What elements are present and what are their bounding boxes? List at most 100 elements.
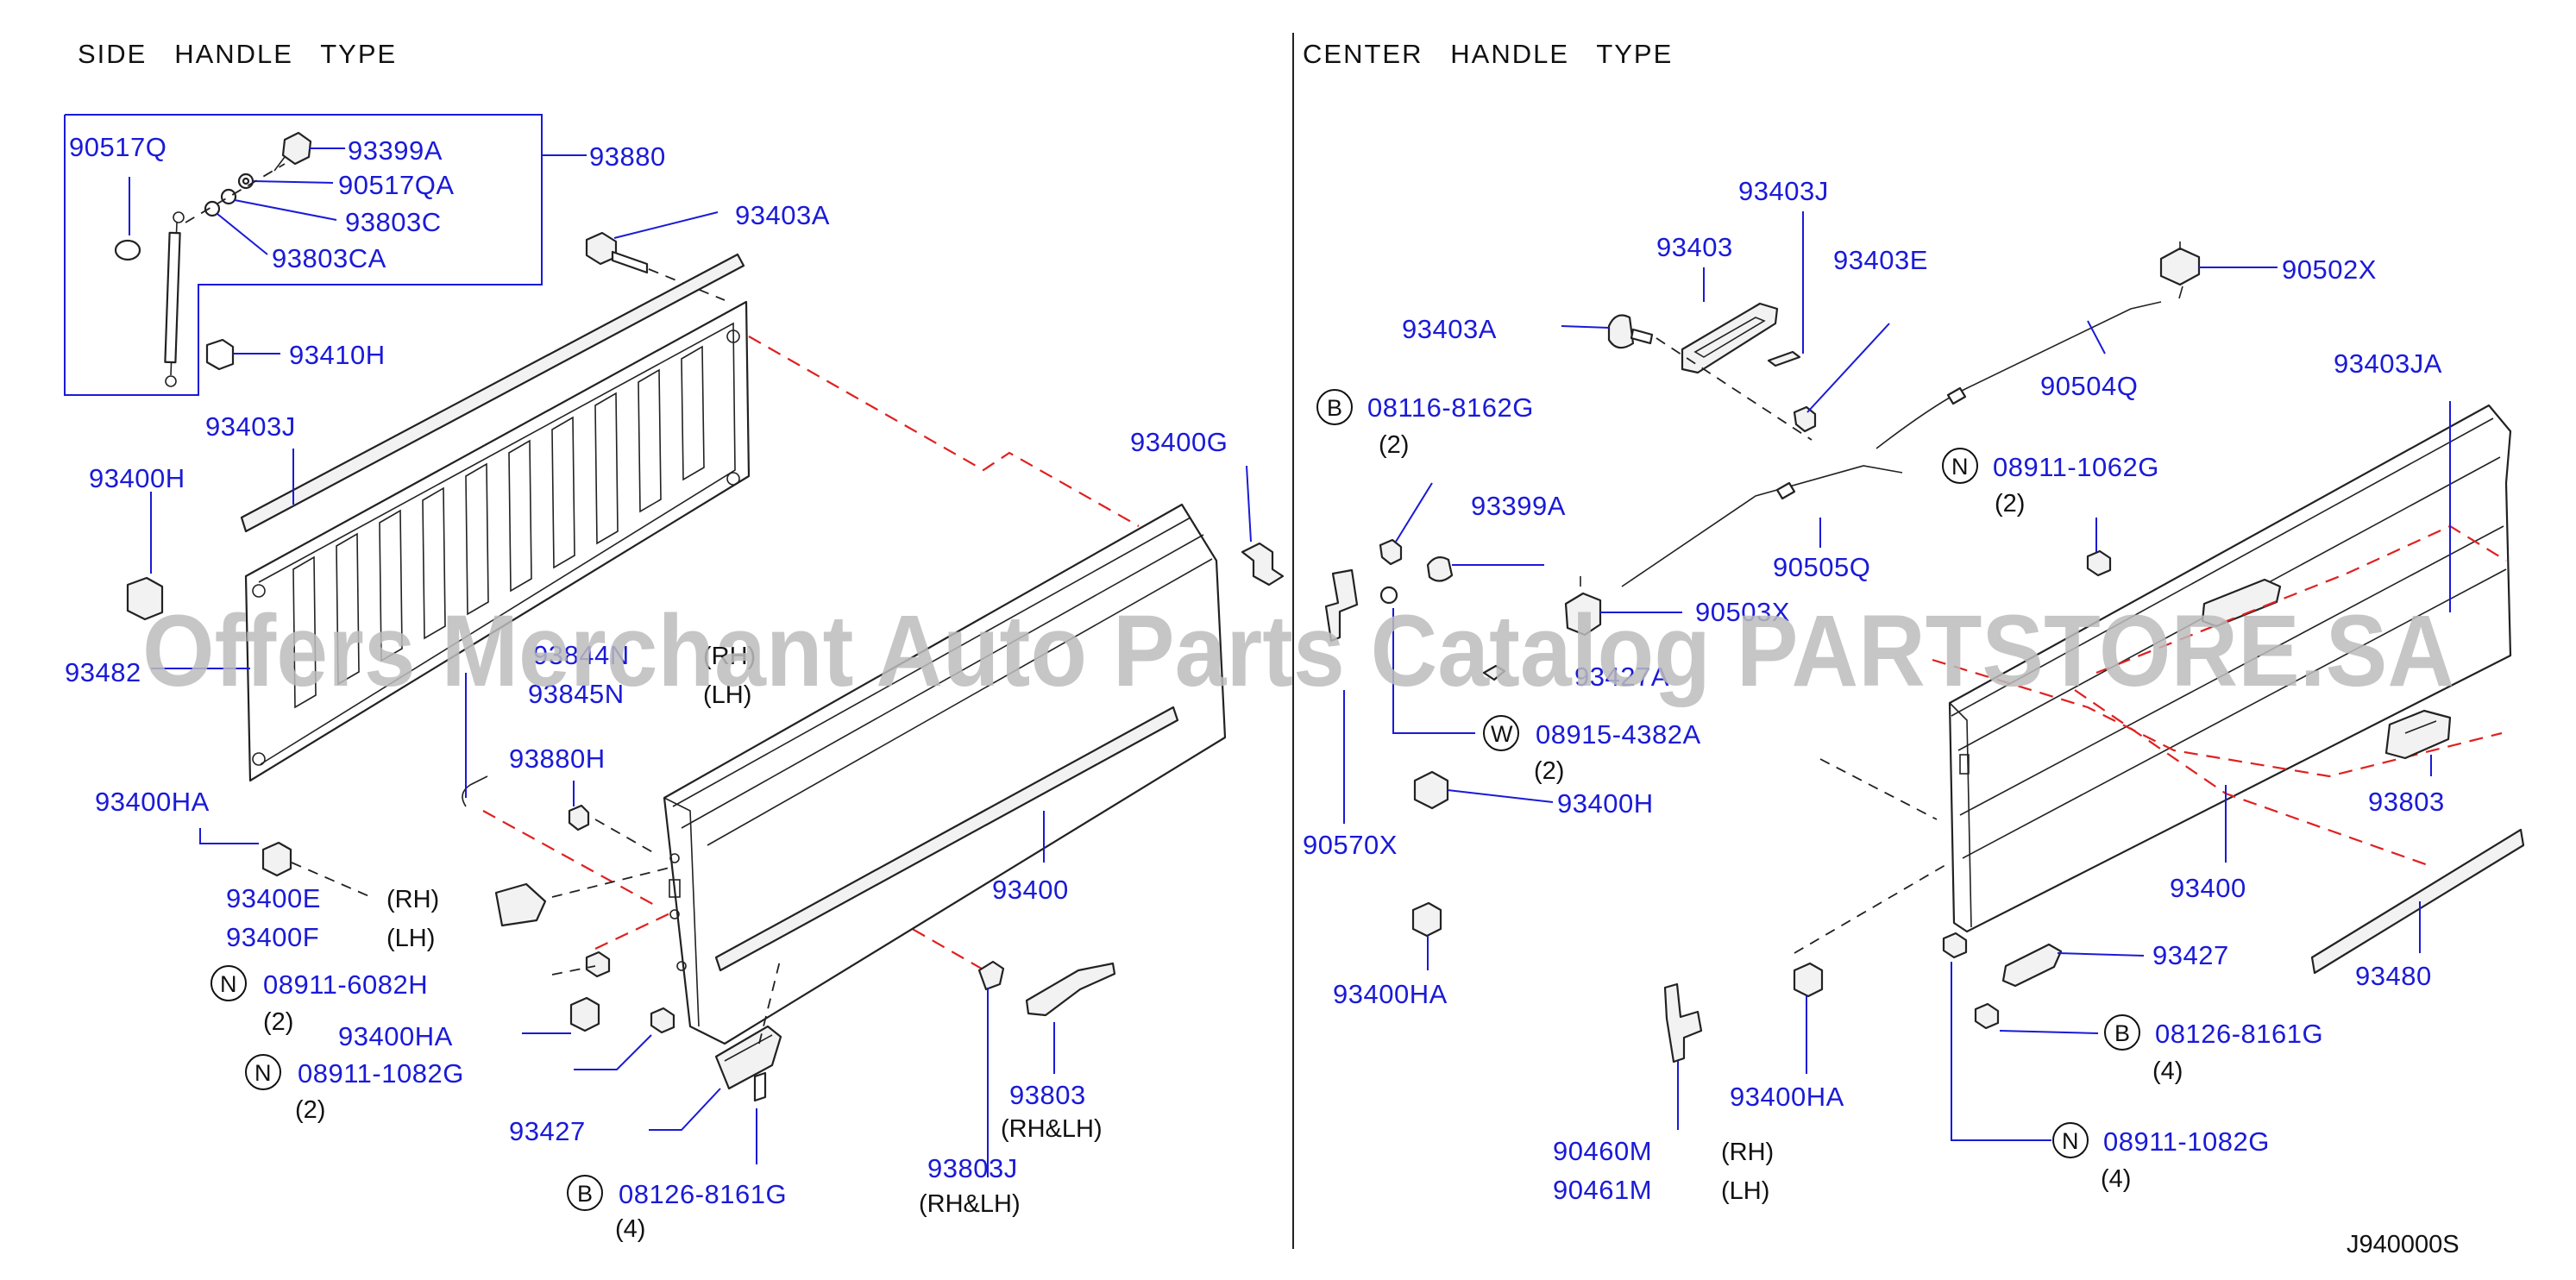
part-label-93400-left: 93400 — [992, 875, 1069, 905]
bolt-08126-8161g-right-part — [1974, 1002, 2000, 1030]
guide-line-right-a — [2095, 524, 2507, 675]
guide-line-right-b — [1932, 658, 2503, 778]
part-label-93403a-left: 93403A — [735, 200, 830, 230]
part-label-93403a-right: 93403A — [1402, 314, 1497, 344]
part-label-93400ha-left-b: 93400HA — [338, 1021, 453, 1051]
part-label-08911-1082g-left: 08911-1082G — [298, 1058, 464, 1089]
part-label-93427-right: 93427 — [2152, 940, 2229, 970]
qty-08915-4382a: (2) — [1534, 757, 1564, 785]
clip-93400ha-right-left-part — [1411, 901, 1442, 938]
ball-stud-93399a-part — [273, 131, 312, 172]
qty-08911-6082h: (2) — [263, 1008, 293, 1036]
qty-08911-1062g: (2) — [1995, 490, 2025, 518]
clip-93400ha-right-center-part — [1793, 962, 1824, 998]
part-label-93403ja: 93403JA — [2334, 348, 2442, 379]
outer-tailgate-panel-right — [1948, 404, 2512, 933]
hinge-93400g-part — [1241, 542, 1285, 587]
bumper-93400e-part — [494, 882, 547, 927]
part-label-93400f: 93400F — [226, 922, 319, 952]
part-label-08911-6082h: 08911-6082H — [263, 969, 428, 1000]
part-label-93844n: 93844N — [533, 640, 630, 670]
qty-08116-8162g: (2) — [1379, 431, 1409, 459]
ball-stud-93399a-right-part — [1426, 555, 1454, 582]
trim-strip-93403j-part — [240, 253, 745, 533]
inner-tailgate-panel — [244, 300, 751, 782]
symbol-w-08915-4382a — [1483, 715, 1519, 751]
clip-93400ha-left-lower-part — [569, 996, 600, 1032]
symbol-n-08911-1082g-left — [245, 1054, 281, 1090]
symbol-w-08915-4382a-letter: W — [1491, 721, 1513, 747]
part-label-93400h-left: 93400H — [89, 463, 185, 493]
bolt-08116-8162g-part — [1379, 538, 1403, 566]
washer-93803ca-part — [204, 200, 221, 217]
part-label-93403j-left: 93403J — [205, 411, 296, 442]
symbol-n-08911-1062g-letter: N — [1951, 454, 1969, 480]
clip-93403e-part — [1793, 405, 1817, 433]
part-label-90504q: 90504Q — [2040, 371, 2138, 401]
actuator-90503x-part — [1564, 576, 1602, 637]
part-label-93400ha-left-a: 93400HA — [95, 787, 210, 817]
qualifier-93844n-rh: (RH) — [703, 643, 756, 670]
part-label-90502x: 90502X — [2282, 254, 2377, 285]
part-label-93399a-right: 93399A — [1471, 491, 1566, 521]
symbol-n-08911-6082h-letter: N — [220, 971, 237, 997]
symbol-b-08126-8161g-left — [567, 1175, 603, 1211]
qty-08911-1082g-right: (4) — [2101, 1165, 2131, 1193]
part-label-93803ca: 93803CA — [272, 243, 386, 273]
part-label-93880h: 93880H — [509, 744, 606, 774]
cable-93844n-part — [462, 775, 488, 807]
part-label-93482: 93482 — [65, 657, 141, 687]
assembly-93880-box — [64, 114, 543, 396]
symbol-n-08911-1082g-right-letter: N — [2062, 1128, 2079, 1154]
nut-08911-1082g-left-part — [650, 1007, 675, 1034]
clip-93400h-right-part — [1413, 770, 1449, 810]
nut-08911-1062g-part — [2086, 549, 2112, 577]
symbol-b-08126-8161g-right-letter: B — [2114, 1020, 2130, 1046]
qualifier-93845n-lh: (LH) — [703, 681, 751, 709]
part-label-08911-1082g-right: 08911-1082G — [2103, 1126, 2270, 1157]
part-label-90461m: 90461M — [1553, 1175, 1652, 1205]
clip-93400ha-left-upper-part — [261, 841, 292, 877]
symbol-b-08116-8162g — [1316, 389, 1353, 425]
qualifier-90461m-lh: (LH) — [1721, 1177, 1769, 1205]
bracket-90460m-part — [1663, 982, 1703, 1064]
part-label-93845n: 93845N — [528, 679, 625, 709]
qualifier-90460m-rh: (RH) — [1721, 1139, 1774, 1166]
outer-tailgate-panel-left — [663, 503, 1227, 1045]
part-label-93403j-right: 93403J — [1738, 176, 1829, 206]
symbol-b-08126-8161g-right — [2104, 1014, 2140, 1051]
part-label-93400ha-right-b: 93400HA — [1730, 1082, 1844, 1112]
center-handle-type-title: CENTER HANDLE TYPE — [1303, 39, 1673, 69]
bezel-93803j-part — [977, 960, 1005, 991]
handle-93803-left-part — [1025, 962, 1116, 1017]
rod-90504q-part — [1875, 301, 2162, 449]
symbol-b-08126-8161g-left-letter: B — [577, 1181, 593, 1207]
part-label-93403e: 93403E — [1833, 245, 1928, 275]
part-label-93399a-left: 93399A — [348, 135, 443, 166]
part-label-08915-4382a: 08915-4382A — [1536, 719, 1701, 750]
strip-93480-part — [2310, 828, 2525, 975]
guide-line-d — [594, 909, 678, 950]
striker-93427-right-part — [2001, 943, 2063, 988]
part-label-93480: 93480 — [2355, 961, 2432, 991]
washer-08915-4382a-part — [1379, 586, 1398, 605]
part-label-93403: 93403 — [1656, 232, 1733, 262]
part-label-90517qa: 90517QA — [338, 170, 455, 200]
symbol-n-08911-1062g — [1942, 448, 1978, 484]
qualifier-93400f-lh: (LH) — [386, 925, 435, 952]
part-label-90517q: 90517Q — [69, 132, 166, 162]
bolt-08126-8161g-left-part — [753, 1071, 767, 1102]
part-label-93880: 93880 — [589, 141, 666, 172]
part-label-93400e: 93400E — [226, 883, 321, 913]
side-handle-type-title: SIDE HANDLE TYPE — [78, 39, 397, 69]
qty-08911-1082g-left: (2) — [295, 1096, 325, 1124]
watermark-text: Offers Merchant Auto Parts Catalog PARTS… — [142, 594, 2454, 708]
symbol-n-08911-1082g-right — [2052, 1122, 2089, 1158]
handle-bezel-93403-part — [1681, 302, 1779, 374]
part-label-93427-left: 93427 — [509, 1116, 586, 1146]
diagram-code: J940000S — [2347, 1231, 2460, 1258]
part-label-08126-8161g-left: 08126-8161G — [619, 1179, 787, 1209]
symbol-b-08116-8162g-letter: B — [1327, 395, 1342, 421]
washer-93803c-part — [220, 188, 237, 205]
part-label-93803j: 93803J — [927, 1153, 1018, 1183]
